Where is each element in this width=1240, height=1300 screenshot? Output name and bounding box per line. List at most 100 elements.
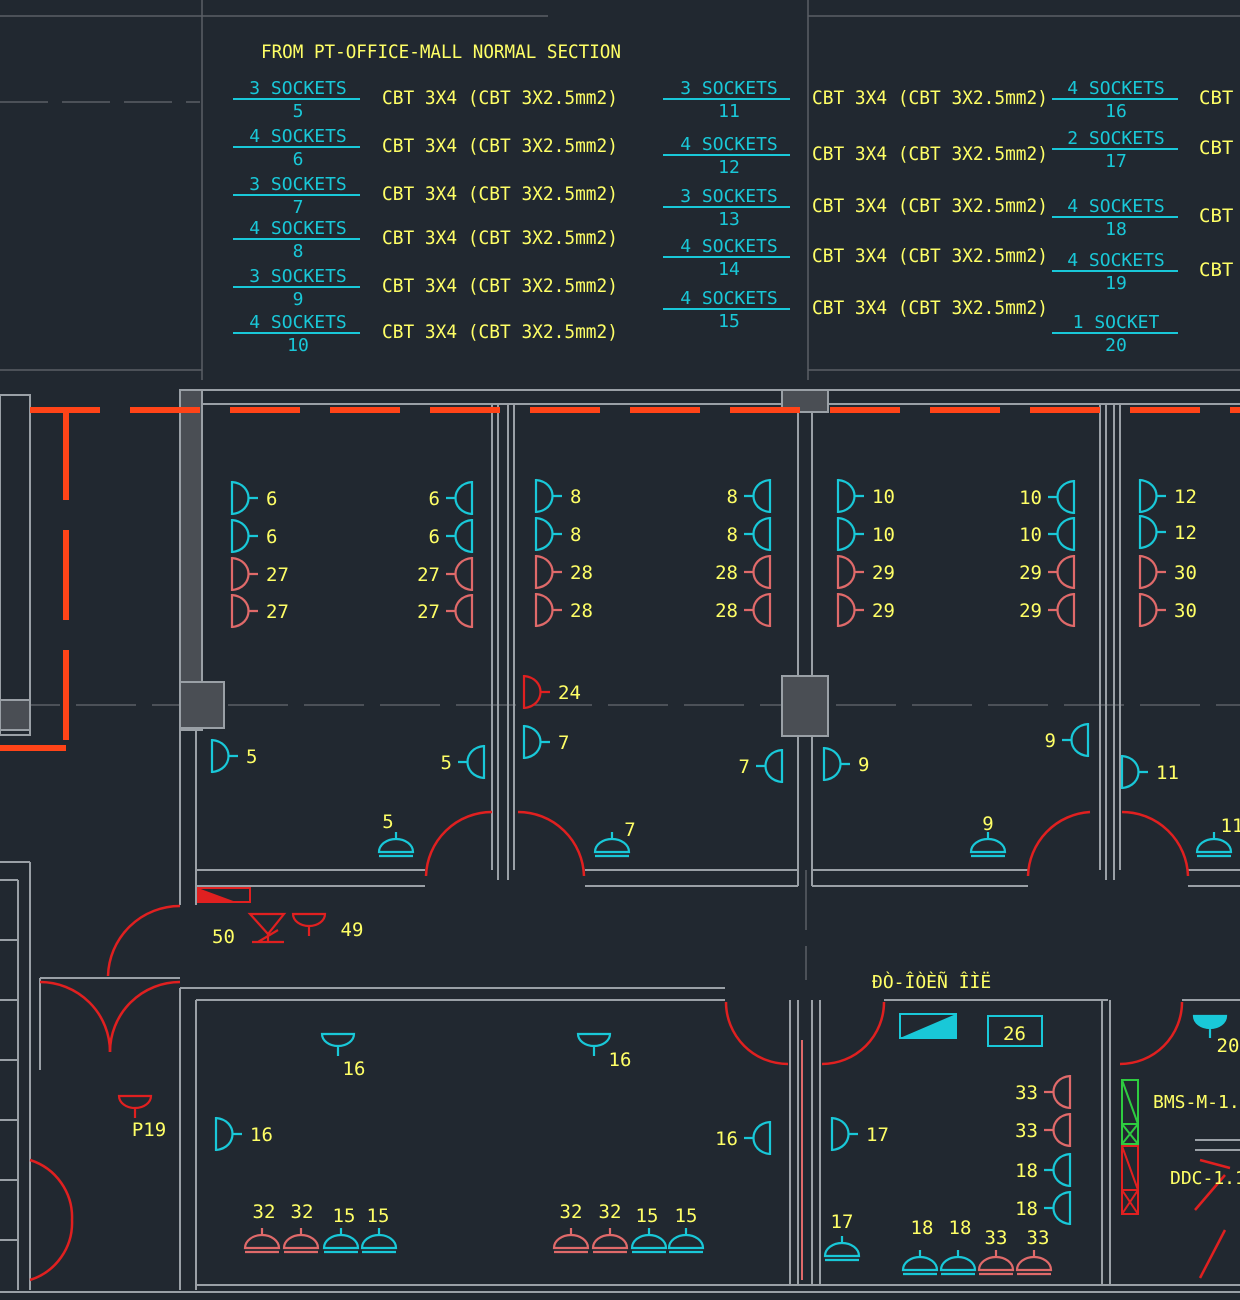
socket-outlet-icon — [1044, 1190, 1072, 1226]
schedule-cable-spec: CBT 3X4 (CBT 3X2.5mm2) — [812, 195, 1048, 217]
ceiling-outlet-icon — [576, 1032, 612, 1056]
floor-outlet-icon — [593, 832, 631, 858]
ceiling-outlet-icon — [1192, 1014, 1228, 1038]
schedule-circuit-number: 15 — [718, 311, 740, 332]
floor-outlet-icon — [322, 1228, 360, 1254]
floor-outlet-icon — [282, 1228, 320, 1254]
floor-outlet-label: 18 — [911, 1217, 934, 1239]
socket-outlet-icon — [446, 480, 474, 516]
socket-circuit-label: 10 — [872, 486, 895, 508]
socket-circuit-label: 17 — [866, 1124, 889, 1146]
schedule-circuit-number: 14 — [718, 259, 740, 280]
schedule-sockets-label: 4 SOCKETS — [249, 312, 347, 333]
schedule-sockets-label: 4 SOCKETS — [249, 126, 347, 147]
socket-outlet-icon — [534, 516, 562, 552]
floor-outlet-label: 33 — [1027, 1227, 1050, 1249]
schedule-circuit-number: 19 — [1105, 273, 1127, 294]
switch-box-fill-icon — [198, 888, 236, 902]
socket-outlet-icon — [756, 748, 784, 784]
socket-outlet-icon — [836, 592, 864, 628]
socket-outlet-icon — [230, 556, 258, 592]
schedule-sockets-label: 3 SOCKETS — [249, 174, 347, 195]
floor-outlet-label: 11 — [1221, 815, 1240, 837]
socket-outlet-icon — [446, 518, 474, 554]
floor-outlet-icon — [969, 832, 1007, 858]
socket-circuit-label: 29 — [872, 562, 895, 584]
floor-outlet-label: 15 — [367, 1205, 390, 1227]
socket-circuit-label: 27 — [266, 601, 289, 623]
floor-outlet-icon — [1015, 1250, 1053, 1276]
socket-circuit-label: 18 — [1015, 1198, 1038, 1220]
socket-circuit-label: 5 — [246, 746, 257, 768]
socket-circuit-label: 10 — [872, 524, 895, 546]
socket-circuit-label: 7 — [558, 732, 569, 754]
schedule-circuit-number: 5 — [293, 101, 304, 122]
schedule-circuit-number: 20 — [1105, 335, 1127, 356]
schedule-sockets-label: 3 SOCKETS — [680, 186, 778, 207]
socket-outlet-icon — [522, 674, 550, 710]
socket-circuit-label: 8 — [727, 524, 738, 546]
schedule-cable-spec: CBT 3X4 (CBT 3X2.5mm2) — [812, 245, 1048, 267]
socket-outlet-icon — [1062, 722, 1090, 758]
socket-outlet-icon — [744, 1120, 772, 1156]
floor-outlet-label: 32 — [253, 1201, 276, 1223]
schedule-circuit-number: 8 — [293, 241, 304, 262]
socket-circuit-label: 27 — [417, 564, 440, 586]
ceiling-outlet-label: 49 — [341, 919, 364, 941]
schedule-circuit-number: 17 — [1105, 151, 1127, 172]
socket-outlet-icon — [1048, 479, 1076, 515]
socket-outlet-icon — [836, 478, 864, 514]
floor-outlet-label: 15 — [333, 1205, 356, 1227]
schedule-sockets-label: 3 SOCKETS — [249, 266, 347, 287]
schedule-sockets-label: 4 SOCKETS — [1067, 78, 1165, 99]
ceiling-outlet-icon — [117, 1094, 153, 1118]
floor-outlet-icon — [243, 1228, 281, 1254]
schedule-sockets-label: 4 SOCKETS — [1067, 250, 1165, 271]
socket-circuit-label: 7 — [739, 756, 750, 778]
schedule-circuit-number: 11 — [718, 101, 740, 122]
socket-circuit-label: 29 — [1019, 562, 1042, 584]
socket-outlet-icon — [830, 1116, 858, 1152]
room-label: ĐÒ-ÎÒÈÑ ÎÌË — [872, 971, 991, 993]
floor-outlet-icon — [360, 1228, 398, 1254]
schedule-cable-spec: CBT 3X4 (CBT 3X2.5mm2) — [382, 183, 618, 205]
socket-circuit-label: 12 — [1174, 522, 1197, 544]
panel-label: 26 — [1003, 1023, 1026, 1045]
distribution-board-fill-icon — [900, 1014, 956, 1038]
schedule-circuit-number: 12 — [718, 157, 740, 178]
socket-circuit-label: 5 — [441, 752, 452, 774]
ceiling-outlet-label: 20 — [1217, 1035, 1240, 1057]
floor-outlet-icon — [823, 1236, 861, 1262]
floor-outlet-label: 7 — [624, 819, 635, 841]
schedule-circuit-number: 18 — [1105, 219, 1127, 240]
ceiling-outlet-icon — [320, 1032, 356, 1056]
bms-label: BMS-M-1. — [1153, 1092, 1240, 1113]
socket-circuit-label: 8 — [570, 524, 581, 546]
panel-box — [987, 1015, 1043, 1047]
schedule-sockets-label: 4 SOCKETS — [680, 288, 778, 309]
door-swings — [29, 810, 1231, 1282]
ceiling-outlet-icon — [291, 912, 327, 936]
socket-circuit-label: 28 — [715, 600, 738, 622]
socket-outlet-icon — [1120, 754, 1148, 790]
floor-outlet-icon — [377, 832, 415, 858]
socket-outlet-icon — [1138, 514, 1166, 550]
equipment: 50 ĐÒ-ÎÒÈÑ ÎÌË 26 BMS-M-1. DDC-1.1 — [197, 887, 1240, 1215]
socket-outlet-icon — [230, 593, 258, 629]
socket-circuit-label: 12 — [1174, 486, 1197, 508]
socket-outlet-icon — [1044, 1152, 1072, 1188]
socket-circuit-label: 29 — [1019, 600, 1042, 622]
floor-outlet-icon — [977, 1250, 1015, 1276]
socket-circuit-label: 33 — [1015, 1082, 1038, 1104]
schedule-circuit-number: 10 — [287, 335, 309, 356]
socket-outlet-icon — [522, 724, 550, 760]
label-50: 50 — [212, 926, 235, 948]
socket-outlet-icon — [1048, 554, 1076, 590]
floor-outlet-icon — [901, 1250, 939, 1276]
socket-outlet-icon — [1138, 478, 1166, 514]
socket-circuit-label: 11 — [1156, 762, 1179, 784]
